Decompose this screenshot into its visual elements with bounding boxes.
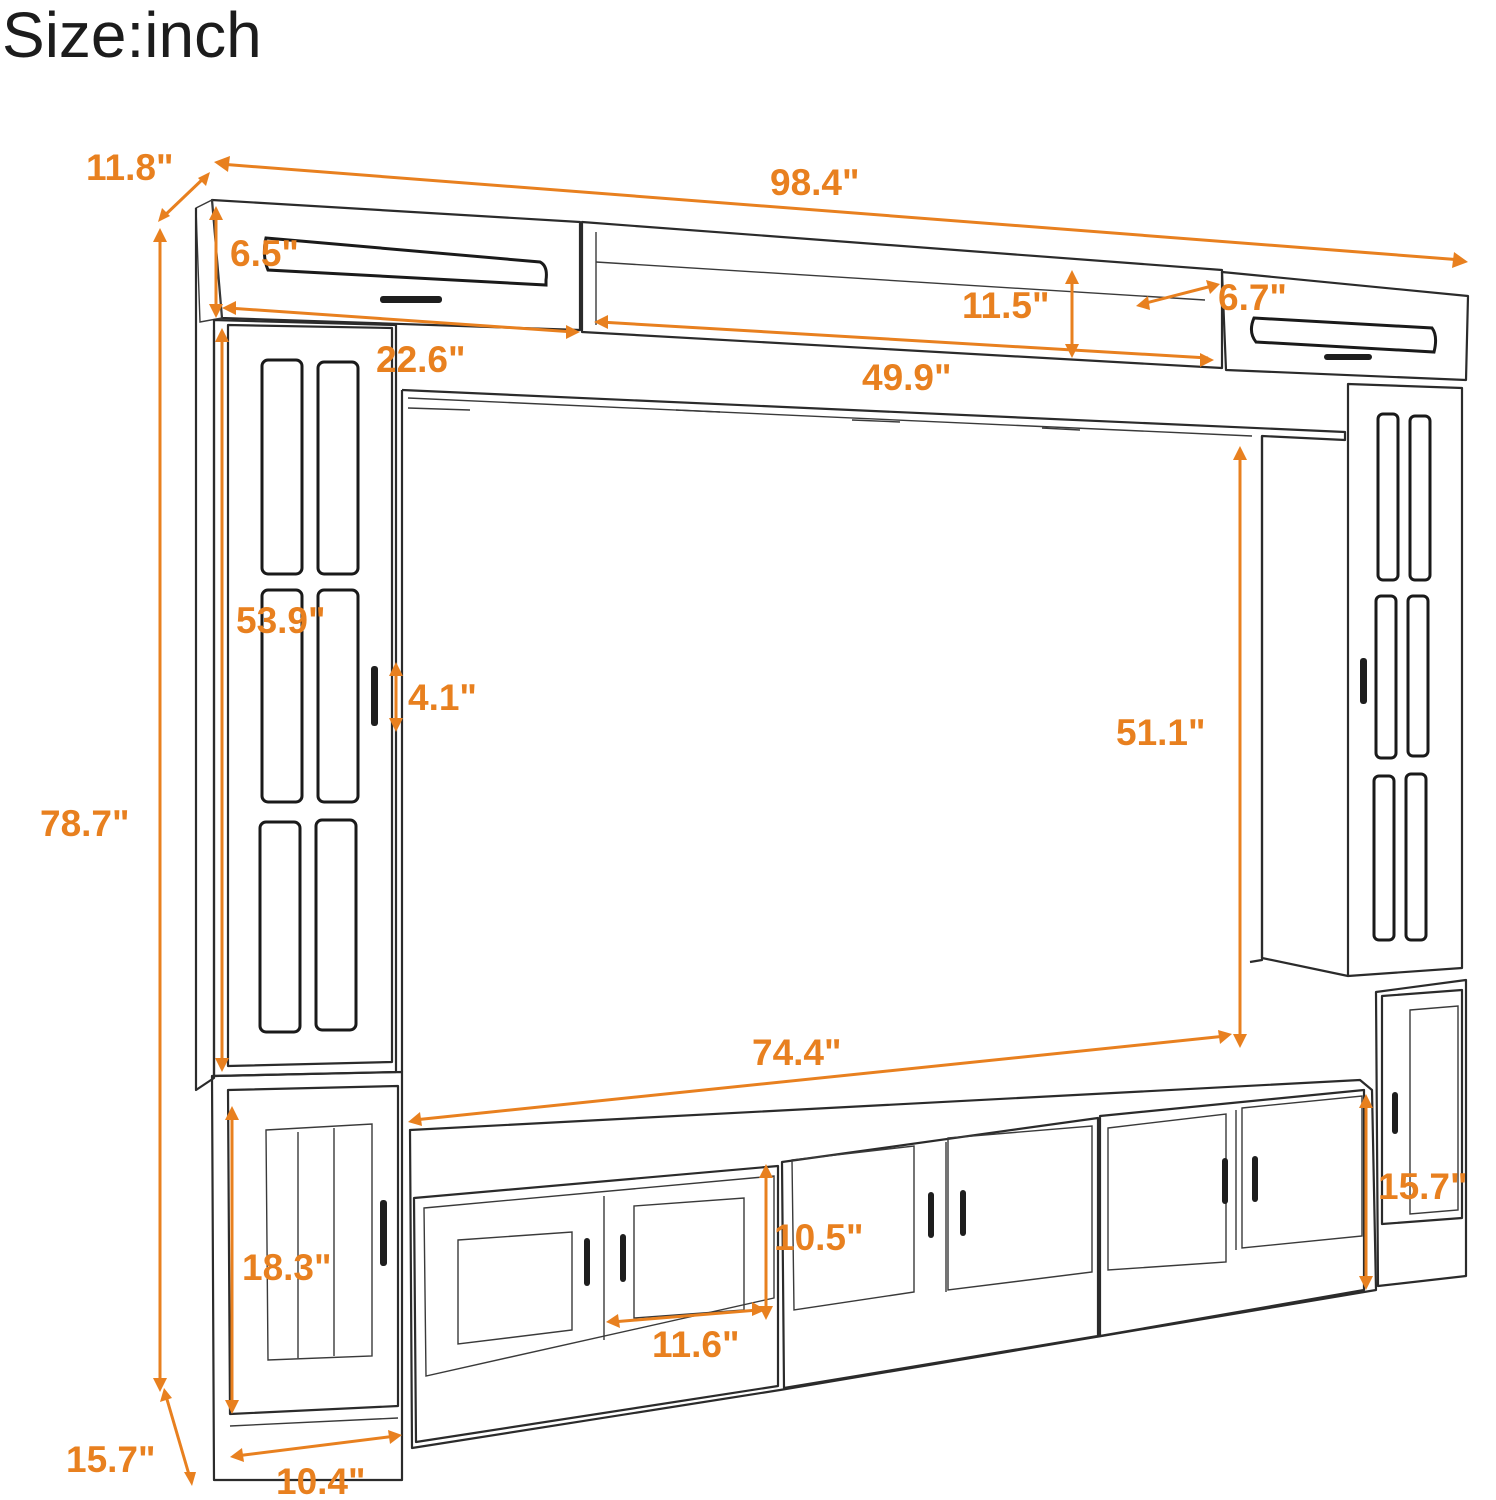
left-base-cabinet — [210, 1070, 404, 1482]
dim-label-top-cabinet-width: 22.6" — [376, 339, 466, 380]
dim-label-total-height: 78.7" — [40, 803, 130, 844]
dim-label-tv-opening-height: 51.1" — [1116, 712, 1206, 753]
dim-label-tower-height: 53.9" — [236, 600, 326, 641]
top-center-shelf — [580, 220, 1224, 370]
dim-label-handle-length: 4.1" — [408, 677, 477, 718]
dim-label-total-width: 98.4" — [770, 162, 860, 203]
top-left-cabinet — [195, 198, 582, 332]
dim-label-top-shelf-height: 11.5" — [962, 285, 1050, 326]
dim-label-right-base-height: 15.7" — [1378, 1166, 1468, 1207]
right-tower — [1260, 382, 1464, 978]
dim-label-top-shelf-depth: 6.7" — [1218, 277, 1287, 318]
dim-label-base-width: 10.4" — [276, 1461, 366, 1500]
dim-label-console-door-height: 10.5" — [774, 1217, 864, 1258]
entertainment-center-drawing — [194, 198, 1470, 1482]
dim-label-top-shelf-width: 49.9" — [862, 357, 952, 398]
dim-label-base-depth: 15.7" — [66, 1439, 156, 1480]
dim-label-base-cabinet-height: 18.3" — [242, 1247, 332, 1288]
dim-label-console-door-width: 11.6" — [652, 1324, 740, 1365]
dim-label-tv-console-width: 74.4" — [752, 1032, 842, 1073]
top-right-cabinet — [1220, 270, 1470, 382]
tv-opening — [400, 388, 1347, 1072]
dim-label-top-cabinet-height: 6.5" — [230, 233, 299, 274]
dim-label-depth-top: 11.8" — [86, 147, 174, 188]
diagram-title: Size:inch — [2, 0, 262, 71]
dimension-labels: 11.8" 98.4" 6.5" 22.6" 11.5" 6.7" 49.9" … — [40, 147, 1468, 1500]
dimension-lines — [153, 156, 1468, 1486]
tv-console — [408, 1078, 1378, 1450]
right-base-cabinet — [1374, 978, 1468, 1288]
